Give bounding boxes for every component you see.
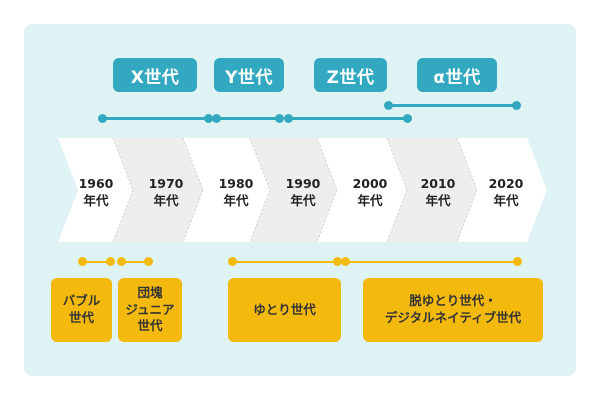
era-dankai-junior-range-line <box>121 261 148 263</box>
decade-1970-suffix: 年代 <box>153 193 179 208</box>
era-yutori-box: ゆとり世代 <box>228 278 341 342</box>
decade-2020-year: 2020 <box>489 176 524 191</box>
decade-1990-year: 1990 <box>286 176 321 191</box>
generation-y-label: Y世代 <box>214 58 284 92</box>
generation-x-range-line <box>103 117 208 120</box>
range-end-dot <box>204 114 213 123</box>
decade-2010-chevron <box>387 138 477 242</box>
decade-1990-suffix: 年代 <box>290 193 316 208</box>
range-start-dot <box>212 114 221 123</box>
range-start-dot <box>117 257 126 266</box>
decade-1980-year: 1980 <box>219 176 254 191</box>
generation-x-label: X世代 <box>113 58 197 92</box>
decade-2010-suffix: 年代 <box>425 193 451 208</box>
era-bubble-range-line <box>82 261 110 263</box>
decade-2000-year: 2000 <box>353 176 388 191</box>
decade-1980-chevron <box>183 138 270 242</box>
range-start-dot <box>98 114 107 123</box>
generation-z-range-line <box>289 117 408 120</box>
decade-2000-suffix: 年代 <box>357 193 383 208</box>
range-start-dot <box>384 101 393 110</box>
era-dankai-junior-box: 団塊 ジュニア 世代 <box>118 278 182 342</box>
range-end-dot <box>144 257 153 266</box>
generation-z-label: Z世代 <box>314 58 387 92</box>
range-end-dot <box>403 114 412 123</box>
era-datsu-yutori-range-line <box>345 261 518 263</box>
decade-1960-chevron <box>58 138 133 242</box>
decade-2020-chevron <box>457 138 547 242</box>
era-dankai-junior-label: 団塊 ジュニア 世代 <box>125 284 175 334</box>
range-end-dot <box>275 114 284 123</box>
range-start-dot <box>228 257 237 266</box>
era-datsu-yutori-label: 脱ゆとり世代・ デジタルネイティブ世代 <box>384 293 522 325</box>
decade-1960-suffix: 年代 <box>83 193 109 208</box>
range-end-dot <box>513 257 522 266</box>
era-yutori-range-line <box>232 261 337 263</box>
decade-2010-year: 2010 <box>421 176 456 191</box>
range-end-dot <box>512 101 521 110</box>
decade-1980-suffix: 年代 <box>223 193 249 208</box>
decade-2020-suffix: 年代 <box>493 193 519 208</box>
decade-1970-chevron <box>113 138 203 242</box>
decade-2000-chevron <box>317 138 407 242</box>
decade-1990-chevron <box>250 138 337 242</box>
generation-alpha-range-line <box>389 104 517 107</box>
decade-1960-year: 1960 <box>79 176 114 191</box>
decade-1970-year: 1970 <box>149 176 184 191</box>
era-bubble-label: バブル 世代 <box>62 293 101 325</box>
range-end-dot <box>106 257 115 266</box>
generation-y-range-line <box>217 117 280 120</box>
era-bubble-box: バブル 世代 <box>51 278 112 342</box>
generation-alpha-label: α世代 <box>417 58 497 92</box>
era-datsu-yutori-box: 脱ゆとり世代・ デジタルネイティブ世代 <box>363 278 543 342</box>
range-start-dot <box>284 114 293 123</box>
range-end-dot <box>333 257 342 266</box>
range-start-dot <box>78 257 87 266</box>
range-start-dot <box>341 257 350 266</box>
era-yutori-label: ゆとり世代 <box>253 301 316 317</box>
